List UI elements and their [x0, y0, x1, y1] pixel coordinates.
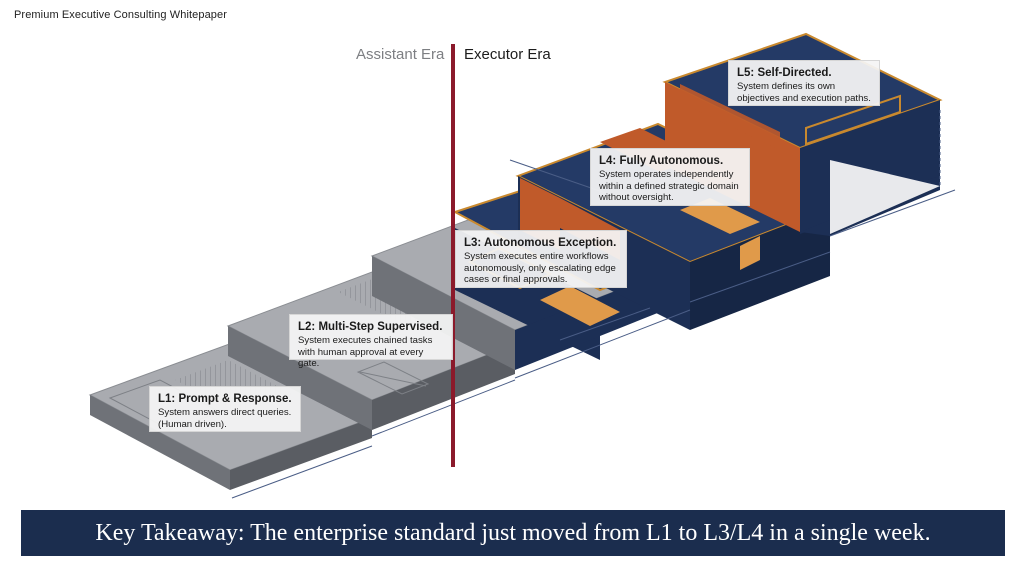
key-takeaway-text: Key Takeaway: The enterprise standard ju… [95, 519, 931, 546]
level-4-description: System operates independently within a d… [599, 169, 739, 203]
assistant-era-label: Assistant Era [356, 46, 445, 63]
level-4-title: L4: Fully Autonomous. [599, 155, 724, 167]
level-2-callout: L2: Multi-Step Supervised. System execut… [289, 314, 453, 369]
level-1-callout: L1: Prompt & Response. System answers di… [149, 386, 301, 432]
level-5-description: System defines its own objectives and ex… [737, 81, 871, 104]
header-title: Premium Executive Consulting Whitepaper [14, 9, 227, 21]
level-5-footprint [830, 160, 940, 234]
level-3-callout: L3: Autonomous Exception. System execute… [455, 230, 627, 288]
level-4-callout: L4: Fully Autonomous. System operates in… [590, 148, 750, 206]
key-takeaway-banner: Key Takeaway: The enterprise standard ju… [21, 510, 1005, 556]
level-2-title: L2: Multi-Step Supervised. [298, 321, 443, 333]
level-3-description: System executes entire workflows autonom… [464, 251, 616, 285]
level-5-title: L5: Self-Directed. [737, 67, 832, 79]
executor-era-label: Executor Era [464, 46, 551, 63]
level-1-title: L1: Prompt & Response. [158, 393, 292, 405]
dimension-lines [231, 110, 956, 499]
level-2-description: System executes chained tasks with human… [298, 335, 433, 369]
level-1-description: System answers direct queries. (Human dr… [158, 407, 292, 430]
level-3-title: L3: Autonomous Exception. [464, 237, 617, 249]
level-5-callout: L5: Self-Directed. System defines its ow… [728, 60, 880, 106]
